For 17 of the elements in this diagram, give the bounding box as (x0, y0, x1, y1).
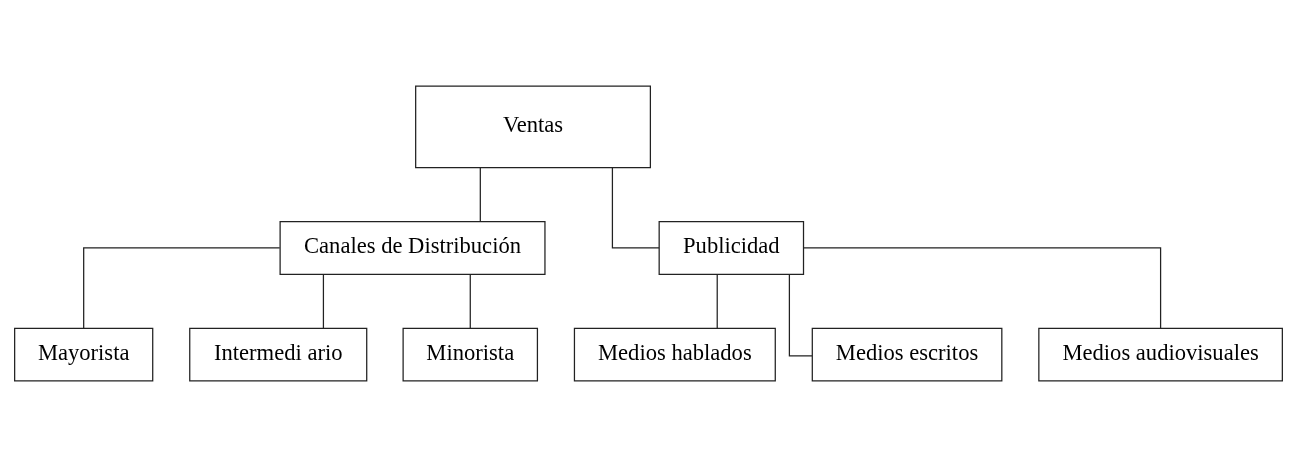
node-box: Medios escritos (811, 327, 1003, 382)
node-box: Medios hablados (573, 327, 776, 382)
node-box: Mayorista (14, 327, 154, 382)
connector (788, 273, 813, 356)
connector (716, 273, 718, 329)
connector (479, 166, 481, 222)
connector (322, 273, 325, 329)
connector (83, 246, 281, 329)
node-box: Ventas (415, 84, 651, 168)
connector (803, 246, 1162, 329)
node-box: Intermedi ario (189, 327, 368, 382)
node-box: Minorista (402, 327, 539, 382)
connector (611, 166, 660, 249)
node-box: Medios audiovisuales (1038, 327, 1283, 382)
node-box: Publicidad (658, 220, 805, 275)
connector (469, 273, 471, 329)
node-box: Canales de Distribución (279, 220, 546, 275)
